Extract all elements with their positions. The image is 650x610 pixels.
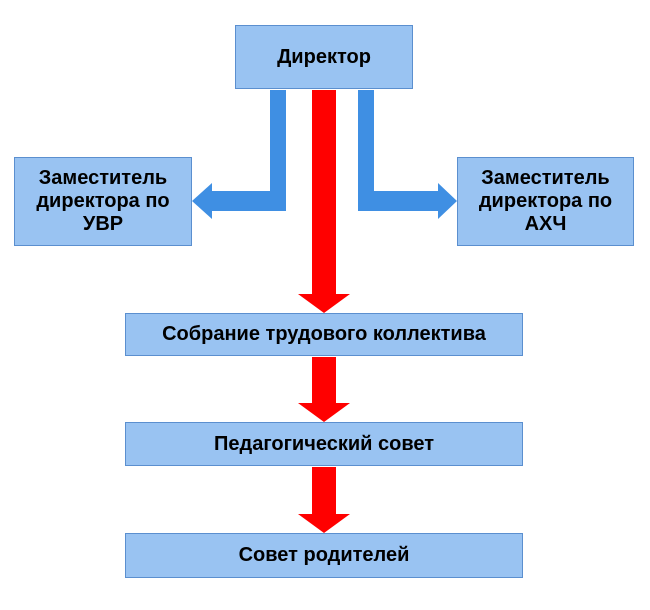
arrow-director-to-assembly (298, 90, 350, 313)
node-pedagogical-council-label: Педагогический совет (214, 432, 434, 455)
arrow-assembly-to-council (298, 357, 350, 422)
node-parents-council-label: Совет родителей (238, 544, 410, 566)
node-director: Директор (235, 25, 413, 89)
node-deputy-uvr: Заместитель директора по УВР (14, 157, 192, 246)
node-parents-council: Совет родителей (125, 533, 523, 578)
arrow-director-to-deputy-uvr (192, 90, 286, 219)
node-deputy-ahch: Заместитель директора по АХЧ (457, 157, 634, 246)
node-labor-assembly-label: Собрание трудового коллектива (162, 323, 486, 345)
node-deputy-ahch-label: Заместитель директора по АХЧ (478, 167, 613, 235)
node-labor-assembly: Собрание трудового коллектива (125, 313, 523, 356)
arrow-director-to-deputy-ahch (358, 90, 457, 219)
node-pedagogical-council: Педагогический совет (125, 422, 523, 466)
node-director-label: Директор (277, 45, 371, 68)
node-deputy-uvr-label: Заместитель директора по УВР (36, 167, 170, 235)
arrow-council-to-parents (298, 467, 350, 533)
